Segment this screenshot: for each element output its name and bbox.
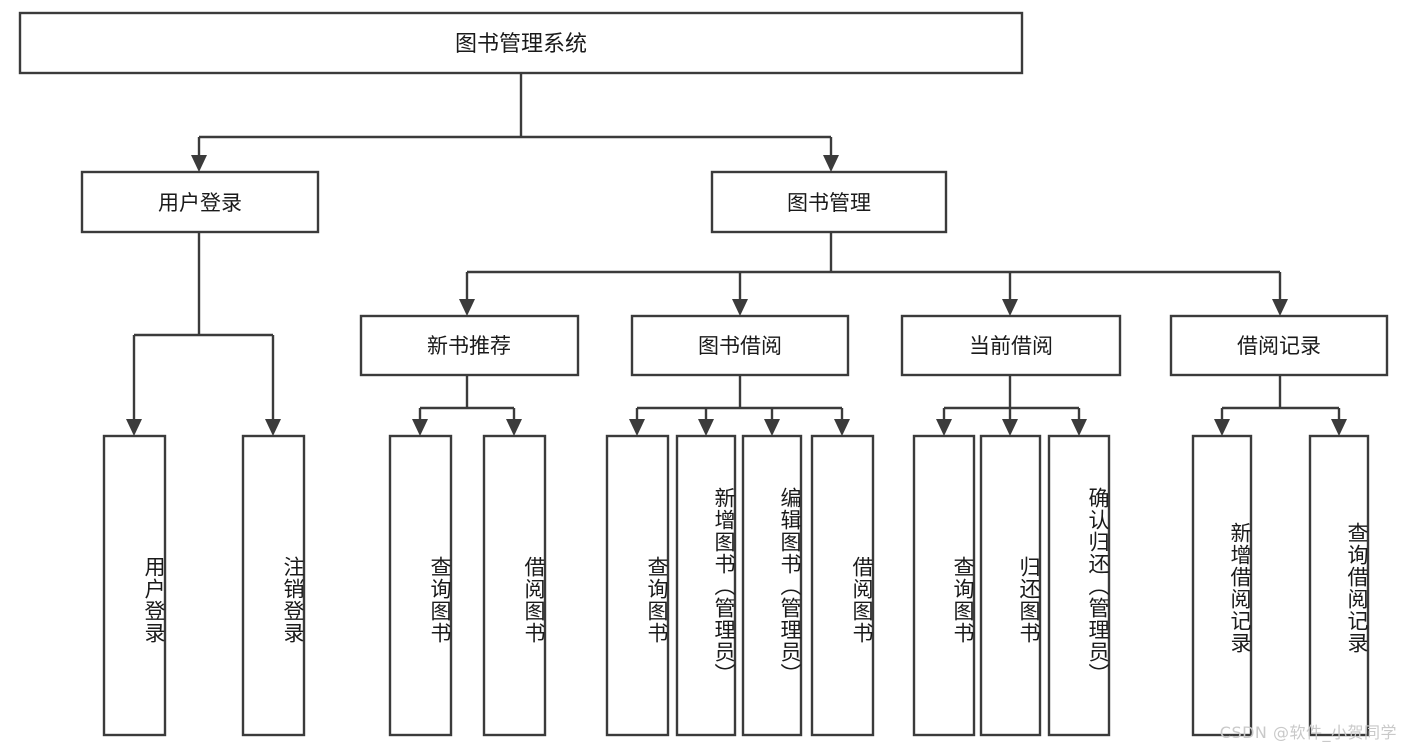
node-book-management[interactable]: 图书管理 [710, 170, 948, 234]
connector-group-borrowrecord [1214, 375, 1347, 436]
arrow-userlogin-c1 [126, 419, 142, 436]
connector-group-currentborrow [936, 375, 1087, 436]
arrow-bookmgmt-c3 [1002, 299, 1018, 316]
node-borrow-record-box[interactable] [1169, 314, 1389, 377]
node-new-book-recommend[interactable]: 新书推荐 [359, 314, 580, 377]
arrow-currentborrow-c1 [936, 419, 952, 436]
leaf-box-book-borrow-0[interactable] [605, 434, 670, 737]
node-current-borrow-box[interactable] [900, 314, 1122, 377]
node-new-book-recommend-label: 新书推荐 [427, 334, 511, 358]
arrow-bookborrow-c3 [764, 419, 780, 436]
leaf-box-borrow-record-0[interactable] [1191, 434, 1253, 737]
arrow-currentborrow-c3 [1071, 419, 1087, 436]
leaf-box-book-borrow-3[interactable] [810, 434, 875, 737]
leaf-box-current-borrow-1[interactable] [979, 434, 1042, 737]
node-root-label: 图书管理系统 [455, 32, 587, 57]
node-user-login-box[interactable] [80, 170, 320, 234]
arrow-to-bookmgmt [823, 155, 839, 172]
connector-group-newbook [412, 375, 522, 436]
arrow-bookmgmt-c2 [732, 299, 748, 316]
node-book-borrow-label: 图书借阅 [698, 334, 782, 358]
node-borrow-record-label: 借阅记录 [1237, 334, 1321, 358]
leaf-box-current-borrow-2[interactable] [1047, 434, 1111, 737]
arrow-bookborrow-c2 [698, 419, 714, 436]
node-user-login[interactable]: 用户登录 [80, 170, 320, 234]
connector-group-root [191, 73, 839, 172]
arrow-borrowrecord-c1 [1214, 419, 1230, 436]
arrow-currentborrow-c2 [1002, 419, 1018, 436]
node-current-borrow-label: 当前借阅 [969, 334, 1053, 358]
csdn-watermark: CSDN @软件_小贺同学 [1219, 723, 1397, 742]
leaf-box-book-borrow-2[interactable] [741, 434, 803, 737]
node-user-login-label: 用户登录 [158, 191, 242, 215]
leaf-box-user-login-0[interactable] [102, 434, 167, 737]
connector-group-userlogin [126, 232, 281, 436]
arrow-bookmgmt-c1 [459, 299, 475, 316]
leaf-box-borrow-record-1[interactable] [1308, 434, 1370, 737]
arrow-bookborrow-c1 [629, 419, 645, 436]
node-book-management-box[interactable] [710, 170, 948, 234]
arrow-bookmgmt-c4 [1272, 299, 1288, 316]
connector-group-bookmgmt [459, 232, 1288, 316]
arrow-newbook-c1 [412, 419, 428, 436]
node-book-borrow-box[interactable] [630, 314, 850, 377]
arrow-newbook-c2 [506, 419, 522, 436]
leaf-box-new-book-1[interactable] [482, 434, 547, 737]
arrow-to-userlogin [191, 155, 207, 172]
leaf-box-book-borrow-1[interactable] [675, 434, 737, 737]
node-book-borrow[interactable]: 图书借阅 [630, 314, 850, 377]
leaf-box-user-login-1[interactable] [241, 434, 306, 737]
arrow-userlogin-c2 [265, 419, 281, 436]
arrow-bookborrow-c4 [834, 419, 850, 436]
node-book-management-label: 图书管理 [787, 191, 871, 215]
node-new-book-recommend-box[interactable] [359, 314, 580, 377]
node-root[interactable]: 图书管理系统 [18, 11, 1024, 75]
leaf-box-new-book-0[interactable] [388, 434, 453, 737]
leaf-box-current-borrow-0[interactable] [912, 434, 976, 737]
node-current-borrow[interactable]: 当前借阅 [900, 314, 1122, 377]
arrow-borrowrecord-c2 [1331, 419, 1347, 436]
node-root-box[interactable] [18, 11, 1024, 75]
connector-group-bookborrow [629, 375, 850, 436]
node-borrow-record[interactable]: 借阅记录 [1169, 314, 1389, 377]
